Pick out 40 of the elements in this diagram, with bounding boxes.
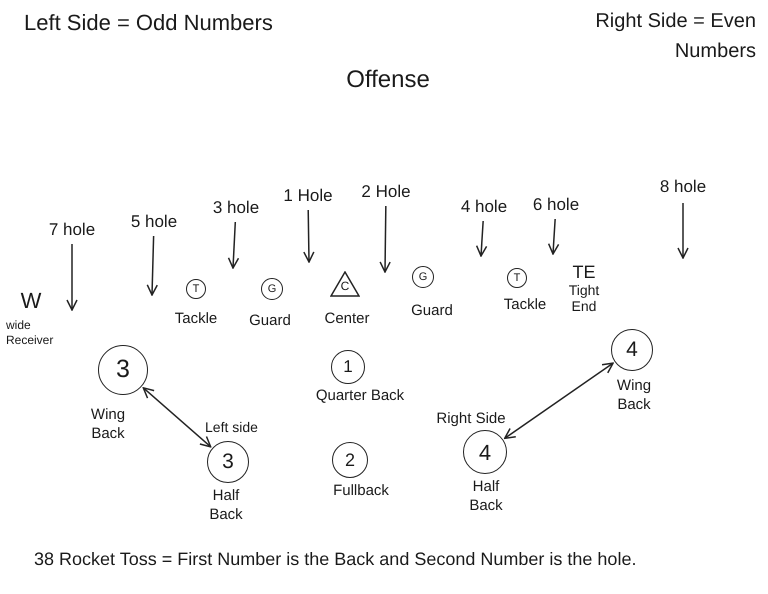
note-text: Right Side = Even Numbers: [594, 9, 756, 64]
arrow: [548, 218, 560, 255]
position-label: Guard: [248, 311, 292, 330]
position-label: Center: [323, 309, 371, 328]
arrow: [228, 222, 240, 269]
position-label: Quarter Back: [314, 386, 406, 405]
position-label: Half Back: [468, 477, 504, 515]
hole-label: 8 hole: [648, 175, 718, 201]
arrow: [677, 203, 689, 259]
position-label: Tackle: [502, 295, 548, 314]
position-label: Fullback: [332, 481, 390, 500]
position-label: Tackle: [174, 309, 218, 328]
title: Offense: [345, 65, 431, 95]
position-label: Wing Back: [616, 376, 652, 414]
position-label: Half Back: [208, 486, 244, 524]
hole-label: 5 hole: [122, 210, 186, 234]
arrow: [146, 236, 158, 296]
position-label: Guard: [410, 301, 454, 320]
center-triangle: C: [330, 271, 360, 297]
note-text: TE: [571, 261, 596, 284]
hole-label: 4 hole: [452, 195, 516, 219]
note-text: W: [20, 287, 42, 315]
caption: 38 Rocket Toss = First Number is the Back and Second Number is the hole.: [34, 548, 638, 570]
position-label: Wing Back: [90, 405, 126, 443]
arrow: [476, 220, 488, 257]
note-text: Tight End: [568, 282, 600, 314]
double-arrow: [142, 387, 212, 448]
hole-label: 6 hole: [524, 193, 588, 217]
hole-label: 1 Hole: [276, 184, 340, 208]
note-text: Left Side = Odd Numbers: [24, 9, 274, 37]
hole-label: 2 Hole: [354, 180, 418, 204]
note-text: Right Side: [435, 409, 507, 429]
double-arrow: [504, 362, 614, 440]
arrow: [66, 244, 78, 311]
arrow: [303, 210, 315, 263]
hole-label: 3 hole: [204, 196, 268, 220]
arrow: [379, 206, 391, 273]
hole-label: 7 hole: [40, 218, 104, 242]
note-text: wide Receiver: [6, 318, 54, 348]
note-text: Left side: [205, 418, 259, 437]
